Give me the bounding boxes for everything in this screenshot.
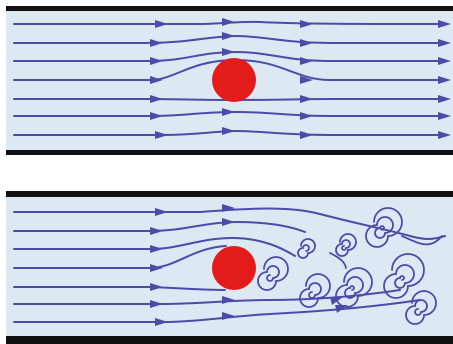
vortex-spiral (257, 256, 289, 291)
arrow-icon (222, 218, 235, 226)
streamline (13, 299, 421, 323)
arrow-icon (150, 95, 163, 103)
arrow-icon (222, 312, 235, 320)
arrow-icon (438, 39, 451, 47)
arrow-icon (438, 95, 451, 103)
arrow-icon (150, 57, 163, 65)
vortex-tail (329, 252, 347, 269)
arrow-icon (300, 20, 313, 28)
arrow-icon (438, 76, 451, 84)
vortex-spiral (365, 207, 403, 248)
arrow-icon (150, 112, 163, 120)
vortex-spiral (299, 273, 331, 308)
arrow-icon (150, 264, 163, 272)
streamline (13, 220, 306, 233)
laminar-panel (6, 6, 453, 155)
arrow-icon (222, 48, 235, 56)
arrow-icon (438, 20, 451, 28)
vortex-spiral (383, 253, 425, 299)
vortex-spiral (405, 290, 437, 325)
arrow-icon (222, 204, 235, 212)
arrow-icon (150, 39, 163, 47)
arrow-icon (150, 245, 163, 253)
arrow-icon (150, 283, 163, 291)
top-wall (6, 6, 453, 11)
arrow-icon (438, 57, 451, 65)
vortex-spiral (297, 238, 316, 259)
streamline (13, 207, 446, 240)
arrow-icon (222, 127, 235, 135)
arrow-icon (438, 112, 451, 120)
arrow-icon (222, 18, 235, 26)
vortex-tail (401, 235, 443, 246)
flow-arrows (150, 204, 348, 326)
arrow-icon (150, 76, 163, 84)
vortices (257, 207, 443, 325)
arrow-icon (438, 131, 451, 139)
arrow-icon (300, 112, 313, 120)
top-wall (6, 191, 453, 197)
obstacle-cylinder (212, 246, 256, 290)
streamline (13, 20, 446, 25)
arrow-icon (222, 108, 235, 116)
arrow-icon (155, 20, 168, 28)
obstacle-cylinder (212, 58, 256, 102)
flow-arrows (150, 18, 451, 139)
arrow-icon (300, 76, 313, 84)
arrow-icon (150, 300, 163, 308)
bottom-wall (6, 336, 453, 344)
streamline (13, 236, 296, 257)
arrow-icon (300, 57, 313, 65)
arrow-icon (155, 208, 168, 216)
arrow-icon (222, 32, 235, 40)
arrow-icon (300, 39, 313, 47)
arrow-icon (300, 131, 313, 139)
arrow-icon (155, 131, 168, 139)
arrow-icon (155, 318, 168, 326)
vortex-spiral (335, 233, 357, 257)
turbulent-panel (6, 191, 453, 344)
arrow-icon (300, 95, 313, 103)
arrow-icon (150, 227, 163, 235)
bottom-wall (6, 150, 453, 155)
vortex-spiral (335, 267, 373, 308)
arrow-icon (222, 296, 235, 304)
